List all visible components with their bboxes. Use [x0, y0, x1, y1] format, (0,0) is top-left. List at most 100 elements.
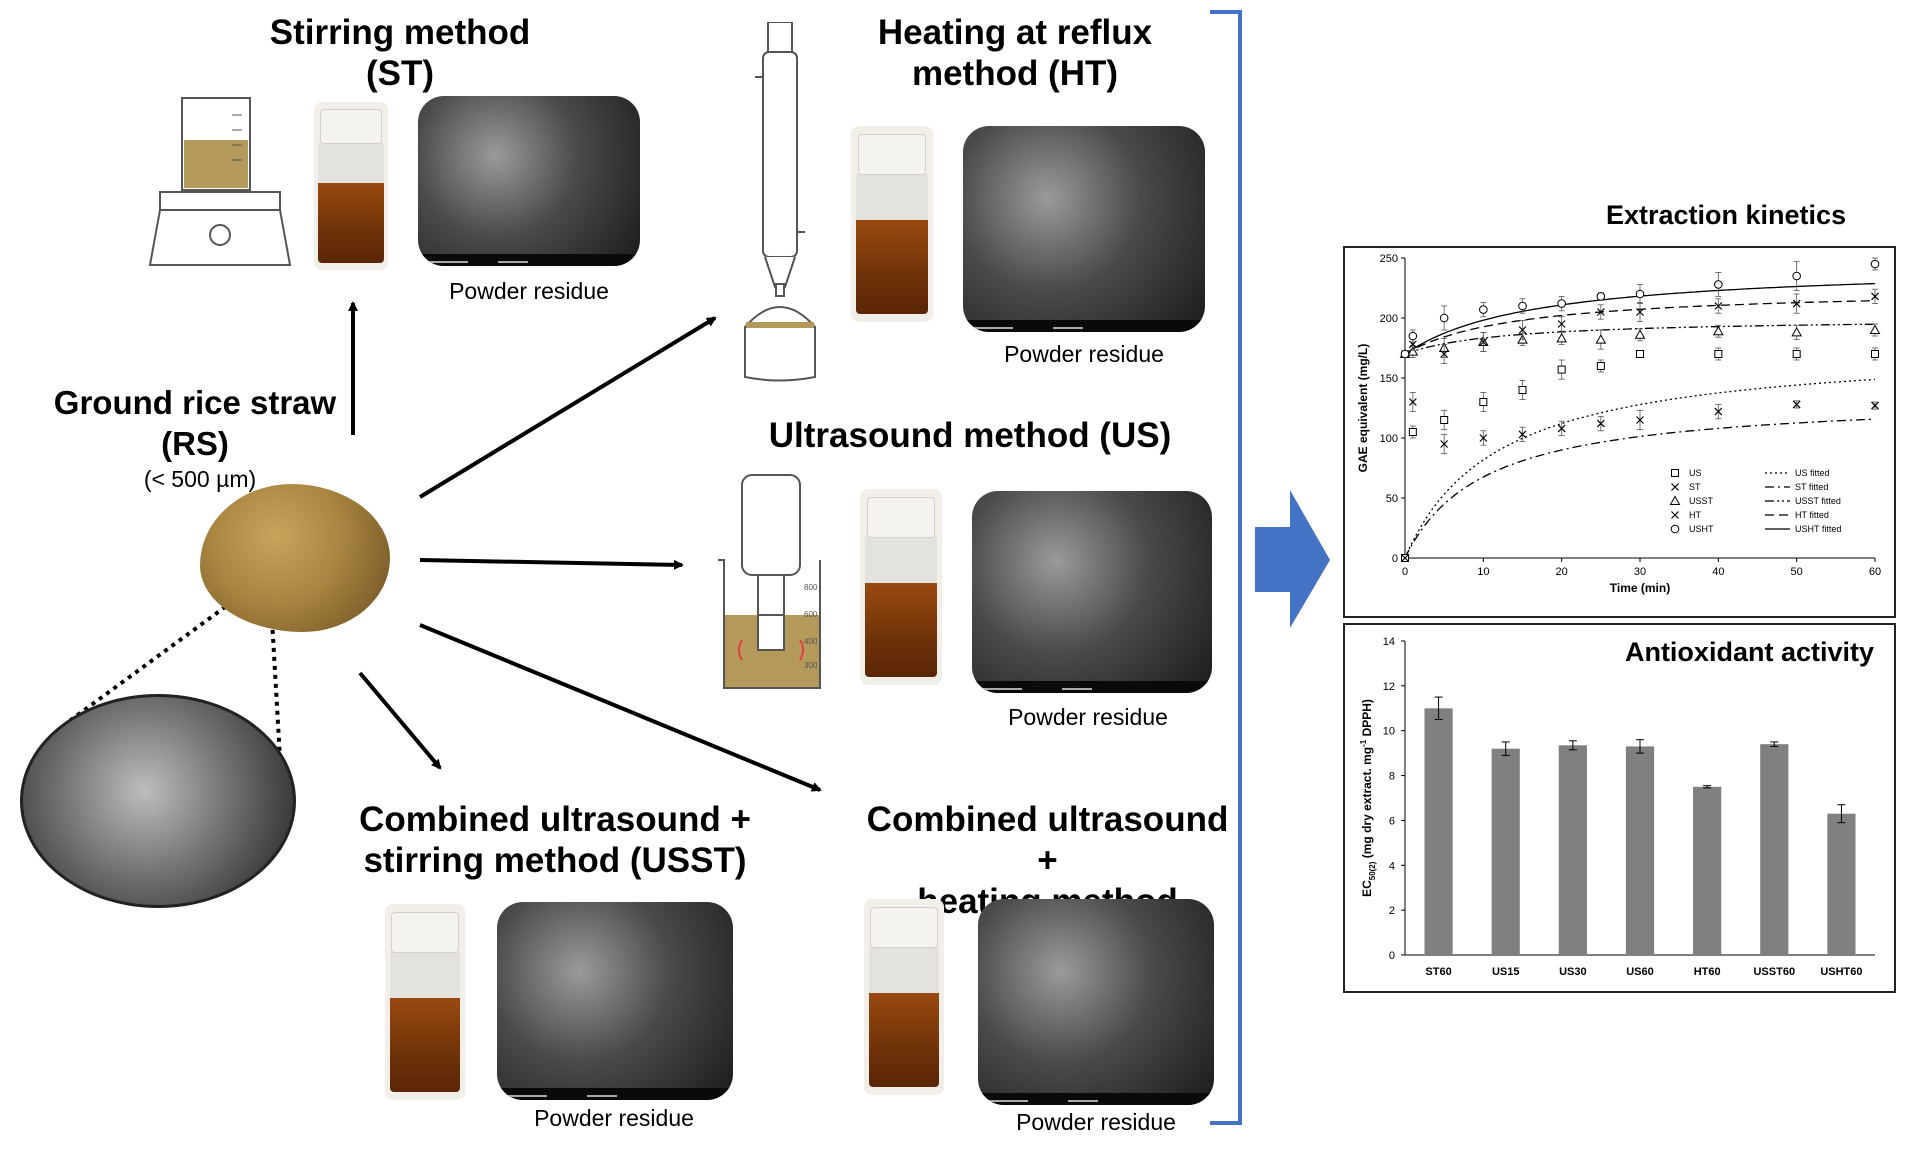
kin-point-us [1714, 350, 1723, 358]
kin-xtick-label: 0 [1402, 566, 1408, 578]
kin-legend-fit-label: USST fitted [1795, 496, 1841, 506]
kin-fit-st-fitted [1404, 418, 1876, 559]
bar-ytick-label: 12 [1383, 681, 1395, 693]
bracket [1210, 10, 1242, 1125]
zoom-line-left [66, 578, 264, 724]
arrow-to-us [419, 558, 684, 570]
kin-point-st [1479, 434, 1488, 442]
usst-extract-vial [385, 904, 465, 1100]
kin-legend-marker-usht [1670, 524, 1680, 534]
bar-us60 [1625, 746, 1655, 955]
bar-category-label: USST60 [1753, 966, 1795, 978]
kin-legend-label: HT [1689, 510, 1701, 520]
kin-point-us [1596, 362, 1605, 370]
kin-point-ht [1479, 338, 1488, 346]
kin-legend-label: US [1689, 468, 1702, 478]
rs-sem-zoom [20, 694, 296, 908]
bar-ytick-label: 2 [1389, 905, 1395, 917]
st-sem-image [418, 96, 640, 266]
st-title: Stirring method (ST) [269, 13, 531, 93]
kin-ytick-label: 50 [1386, 493, 1398, 505]
magnetic-stirrer-icon [148, 97, 292, 266]
kin-point-ht [1871, 292, 1879, 301]
kin-point-us [1636, 350, 1644, 358]
kin-point-usht [1557, 299, 1566, 308]
bar-category-label: US30 [1559, 966, 1587, 978]
bar-ytick-label: 8 [1389, 771, 1395, 783]
kin-xtick-label: 60 [1869, 566, 1881, 578]
us-extract-vial [860, 489, 942, 685]
us-tick-800: 800 [804, 583, 818, 592]
kin-point-us [1557, 365, 1566, 374]
kin-point-usst [1869, 324, 1881, 334]
kin-point-usst [1791, 326, 1803, 337]
kin-point-usst [1712, 325, 1724, 336]
kin-point-ht [1792, 299, 1801, 308]
kin-point-usht [1870, 259, 1880, 269]
kin-ytick-label: 250 [1380, 253, 1398, 265]
bar-ytick-label: 0 [1389, 950, 1395, 962]
kin-xtick-label: 10 [1477, 566, 1489, 578]
kin-point-st [1871, 401, 1879, 410]
ht-extract-vial [851, 126, 933, 322]
kin-point-ht [1636, 308, 1644, 316]
kin-point-st [1440, 440, 1449, 448]
bar-ytick-label: 4 [1389, 860, 1395, 872]
bar-category-label: ST60 [1425, 966, 1451, 978]
kin-point-us [1792, 350, 1801, 358]
kin-point-us [1479, 398, 1488, 406]
usht-caption: Powder residue [1016, 1109, 1176, 1135]
kin-point-usht [1408, 331, 1418, 341]
bar-us30 [1558, 745, 1587, 955]
kin-point-usst [1556, 332, 1568, 343]
antioxidant-title: Antioxidant activity [1624, 637, 1874, 667]
kin-point-ht [1557, 320, 1566, 328]
kin-point-st [1557, 424, 1566, 433]
kin-point-us [1408, 428, 1417, 436]
us-caption: Powder residue [1008, 704, 1168, 730]
us-title: Ultrasound method (US) [768, 416, 1172, 455]
ultrasound-probe-icon: 800 600 400 300 [718, 474, 821, 689]
kin-xtick-label: 50 [1791, 566, 1803, 578]
us-tick-300: 300 [804, 661, 818, 670]
usst-caption: Powder residue [534, 1105, 694, 1131]
kin-ytick-label: 200 [1380, 313, 1398, 325]
kin-xtick-label: 30 [1634, 566, 1646, 578]
kin-legend-label: ST [1689, 482, 1701, 492]
kin-legend-marker-st [1671, 483, 1679, 491]
bar-category-label: HT60 [1694, 966, 1721, 978]
kin-ylabel: GAE equivalent (mg/L) [1356, 344, 1370, 473]
bar-usst60 [1760, 744, 1789, 955]
us-tick-400: 400 [804, 637, 818, 646]
kin-legend-marker-ht [1671, 511, 1679, 519]
usht-sem-image [978, 899, 1214, 1105]
kin-point-st [1792, 400, 1801, 409]
st-caption: Powder residue [449, 278, 609, 304]
kin-point-ht [1440, 350, 1449, 358]
kin-point-ht [1518, 326, 1527, 334]
kin-ytick-label: 150 [1380, 373, 1398, 385]
kin-legend-label: USHT [1689, 524, 1714, 534]
reflux-condenser-icon [744, 22, 816, 382]
usst-title: Combined ultrasound + stirring method (U… [359, 800, 751, 880]
kin-point-st [1714, 407, 1723, 416]
bar-ytick-label: 10 [1383, 726, 1395, 738]
arrow-to-usht [419, 623, 822, 792]
kinetics-title: Extraction kinetics [1606, 200, 1847, 230]
kin-point-usht [1479, 305, 1488, 314]
kin-point-st [1401, 554, 1409, 562]
ht-title: Heating at reflux method (HT) [877, 13, 1153, 93]
us-sem-image [972, 491, 1212, 693]
bar-category-label: US60 [1626, 966, 1654, 978]
kin-xtick-label: 40 [1712, 566, 1724, 578]
us-tick-600: 600 [804, 610, 818, 619]
bar-usht60 [1827, 813, 1856, 955]
kin-xlabel: Time (min) [1610, 581, 1670, 595]
kin-point-ht [1714, 302, 1723, 310]
kin-legend-fit-label: USHT fitted [1795, 524, 1841, 534]
kin-point-usht [1635, 289, 1645, 299]
